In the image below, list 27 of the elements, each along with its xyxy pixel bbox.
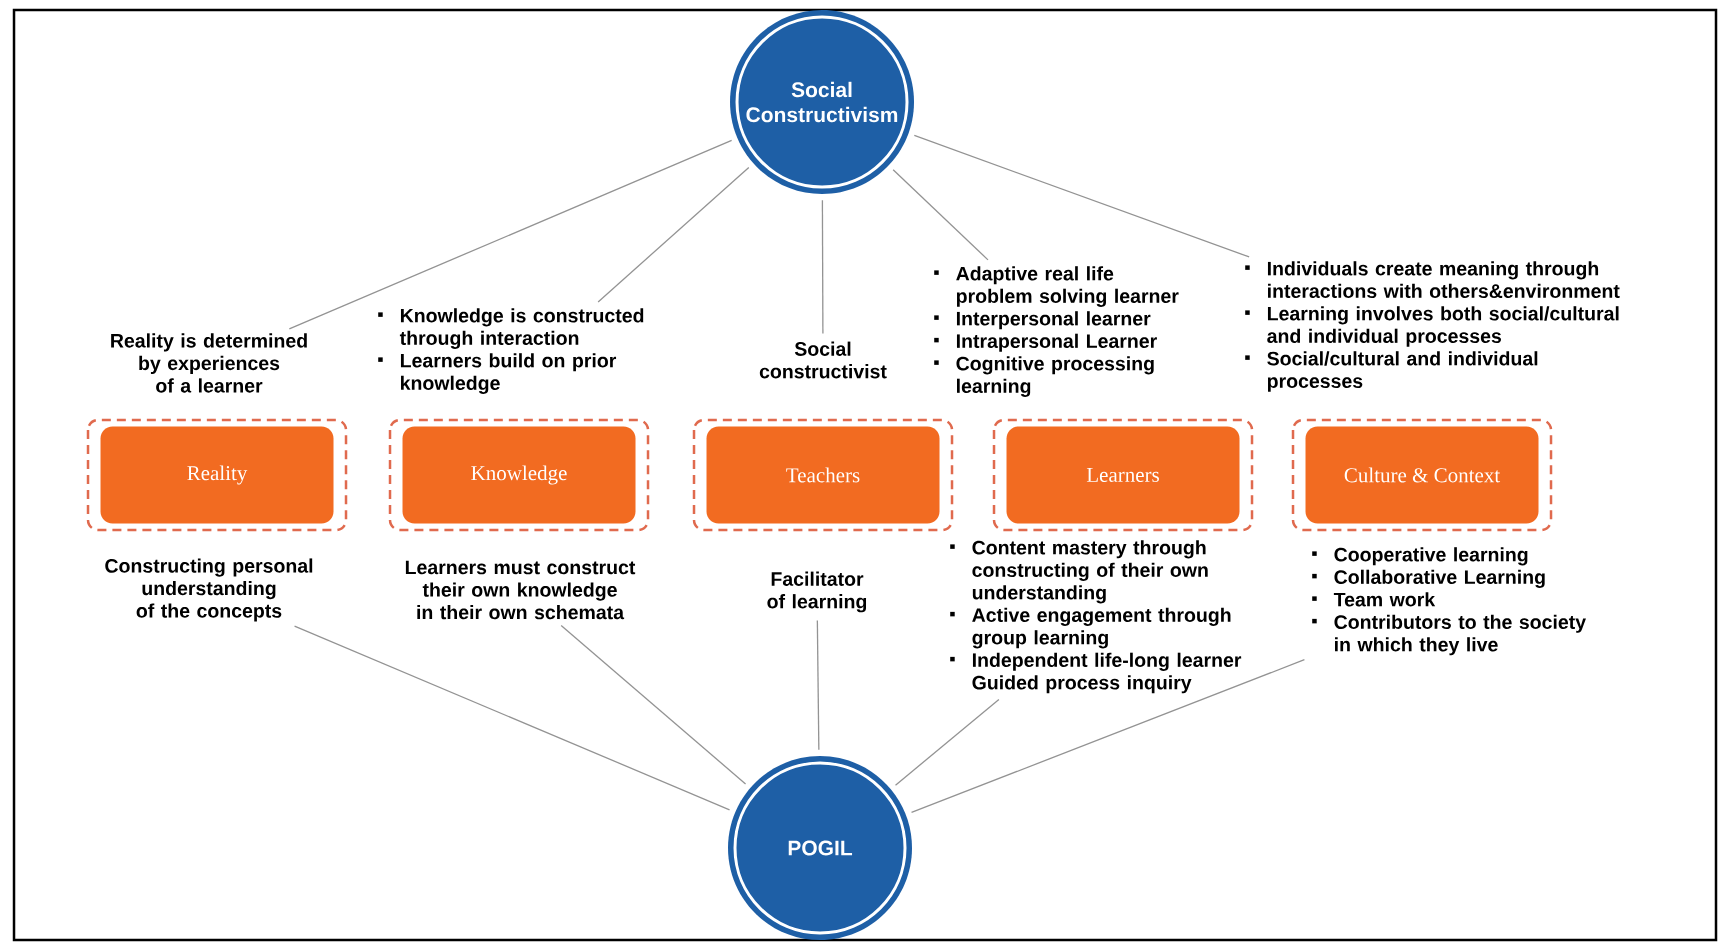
description-text: Constructing personal understanding of the concepts [105,558,313,622]
description-text: Social constructivist [759,341,887,379]
connector-line [910,659,1306,814]
description-text: Facilitator of learning [767,571,867,613]
process-box: Teachers [706,426,940,524]
circle-node: POGIL [728,756,912,940]
process-box: Culture & Context [1305,426,1539,524]
process-box: Reality [100,426,334,524]
connector-line [821,199,824,335]
connector-line [816,619,820,751]
bullet-list: Cooperative learning Collaborative Learning Team work Contributors to the society in which they live [1312,547,1586,656]
process-box: Learners [1006,426,1240,524]
process-box: Knowledge [402,426,636,524]
circle-node: Social Constructivism [730,10,914,194]
bullet-list: Individuals create meaning through interactions with others&environment Learning involves both social/cultural and individual processes Social/cultural and individual processes [1245,261,1620,392]
bullet-list: Content mastery through constructing of their own understanding Active engagement through group learning Independent life-long learner Guided process inquiry [950,540,1242,694]
connector-line [913,134,1250,258]
bullet-list: Knowledge is constructed through interaction Learners build on prior knowledge [378,308,644,394]
description-text: Reality is determined by experiences of a learner [111,333,307,393]
connector-line [288,139,733,330]
connector-line [597,166,750,303]
connector-line [560,624,747,785]
connector-line [892,169,989,261]
description-text: Learners must construct their own knowledge in their own schemata [405,560,636,620]
bullet-list: Adaptive real life problem solving learner Interpersonal learner Intrapersonal Learner Cognitive processing learning [934,266,1179,397]
connector-line [293,625,731,811]
connector-line [894,698,1000,786]
